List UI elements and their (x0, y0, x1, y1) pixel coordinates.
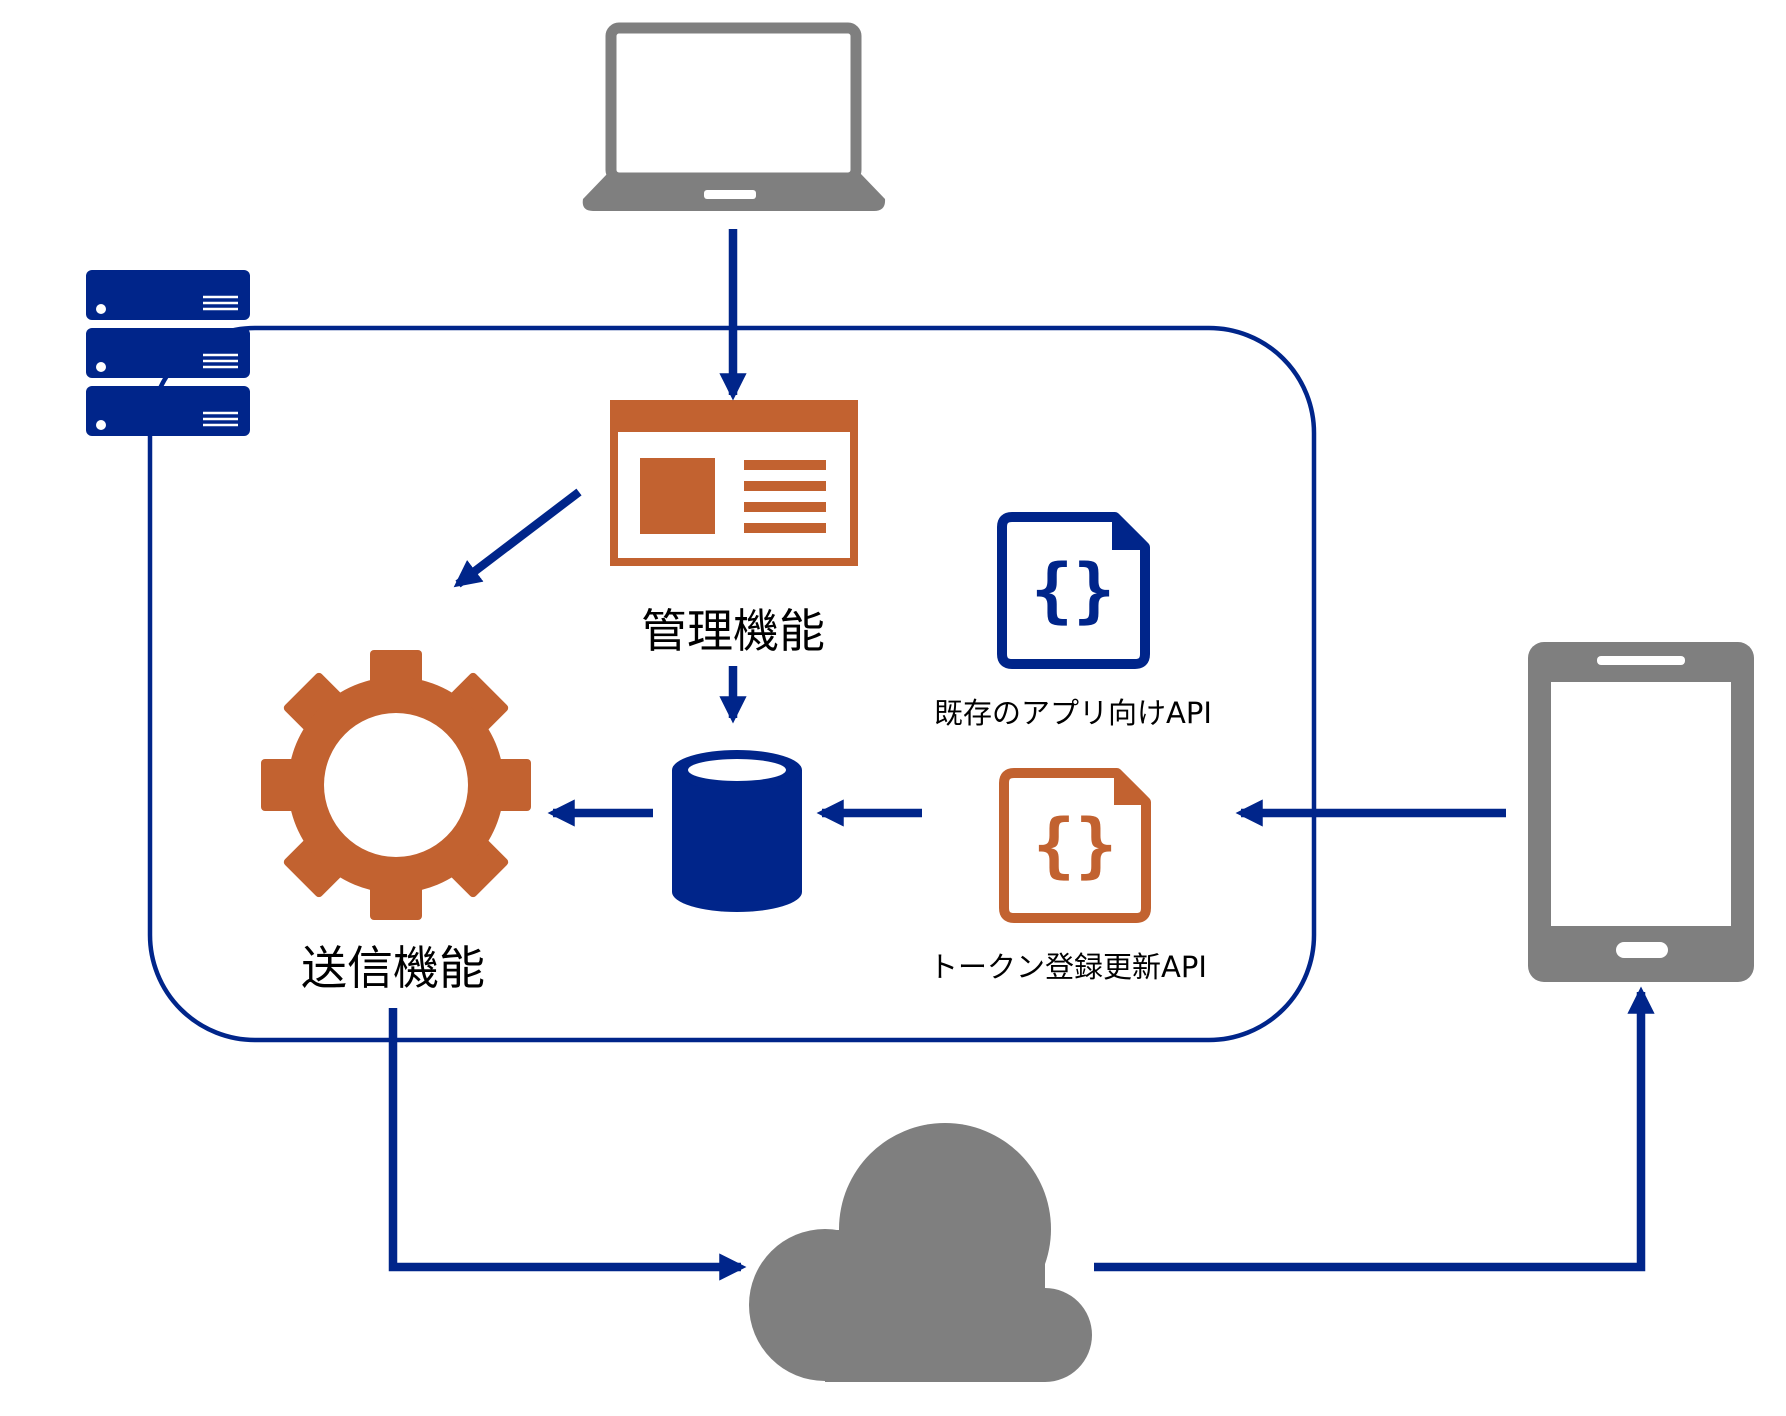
existing-api-label: 既存のアプリ向けAPI (934, 696, 1212, 730)
database-icon (672, 750, 802, 912)
token-api-document-icon: {} (999, 768, 1151, 923)
server-rack-icon (86, 270, 250, 436)
gear-icon (261, 650, 531, 920)
smartphone-icon (1528, 642, 1754, 982)
cloud-icon (749, 1123, 1092, 1382)
laptop-icon (582, 22, 886, 211)
arrow-cloud-to-smartphone (1094, 986, 1655, 1272)
arrow-sender-to-cloud (388, 1008, 747, 1281)
admin-function-label: 管理機能 (641, 604, 825, 658)
arrow-admin-to-gear (453, 488, 582, 588)
admin-window-icon (610, 400, 858, 566)
sender-function-label: 送信機能 (301, 941, 485, 995)
flow-arrows (388, 229, 1655, 1281)
svg-text:{}: {} (1031, 549, 1115, 631)
svg-text:{}: {} (1033, 804, 1117, 886)
existing-api-document-icon: {} (997, 512, 1150, 669)
token-api-label: トークン登録更新API (929, 950, 1207, 984)
